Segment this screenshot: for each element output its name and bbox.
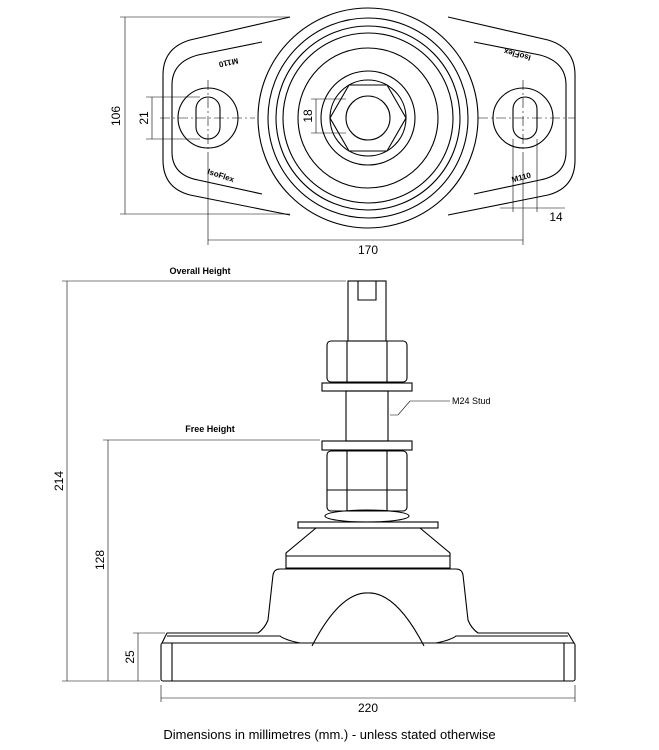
stud-label: M24 Stud	[452, 396, 491, 406]
hex-nut-top	[329, 84, 407, 152]
overall-height-label: Overall Height	[169, 266, 230, 276]
dim-hole-width: 21	[137, 111, 151, 125]
stud	[345, 390, 389, 442]
free-height-label: Free Height	[185, 424, 235, 434]
side-view: Overall Height 214 Free Height 128 25 M2…	[52, 266, 576, 715]
spring-washer	[324, 509, 410, 523]
logo-model-upside: M110	[217, 56, 239, 69]
logo-brand: IsoFlex	[206, 167, 236, 184]
dim-base-length: 220	[358, 701, 378, 715]
base-plate	[160, 642, 576, 682]
lower-nut	[326, 450, 408, 512]
plan-view: M110 IsoFlex IsoFlex M110 106 21 18 170 …	[109, 7, 576, 257]
housing-body	[161, 568, 575, 647]
dim-height: 106	[109, 106, 123, 126]
upper-nut	[326, 340, 408, 383]
lower-washer	[321, 440, 413, 451]
top-plate	[297, 521, 439, 529]
rubber-cone	[285, 527, 451, 569]
dim-overall-height: 214	[52, 471, 66, 491]
dim-center-bore: 18	[301, 109, 315, 123]
logo-brand-upside: IsoFlex	[502, 46, 531, 62]
mount-outline	[162, 16, 576, 216]
dim-base-height: 25	[123, 650, 137, 664]
dim-free-height: 128	[93, 550, 107, 570]
dim-slot-width: 14	[549, 210, 563, 224]
stud-top	[347, 280, 387, 342]
upper-washer	[321, 382, 413, 392]
dim-hole-centres: 170	[358, 243, 378, 257]
caption: Dimensions in millimetres (mm.) - unless…	[163, 727, 496, 742]
center-bore	[345, 95, 391, 141]
housing-outer	[257, 7, 479, 229]
